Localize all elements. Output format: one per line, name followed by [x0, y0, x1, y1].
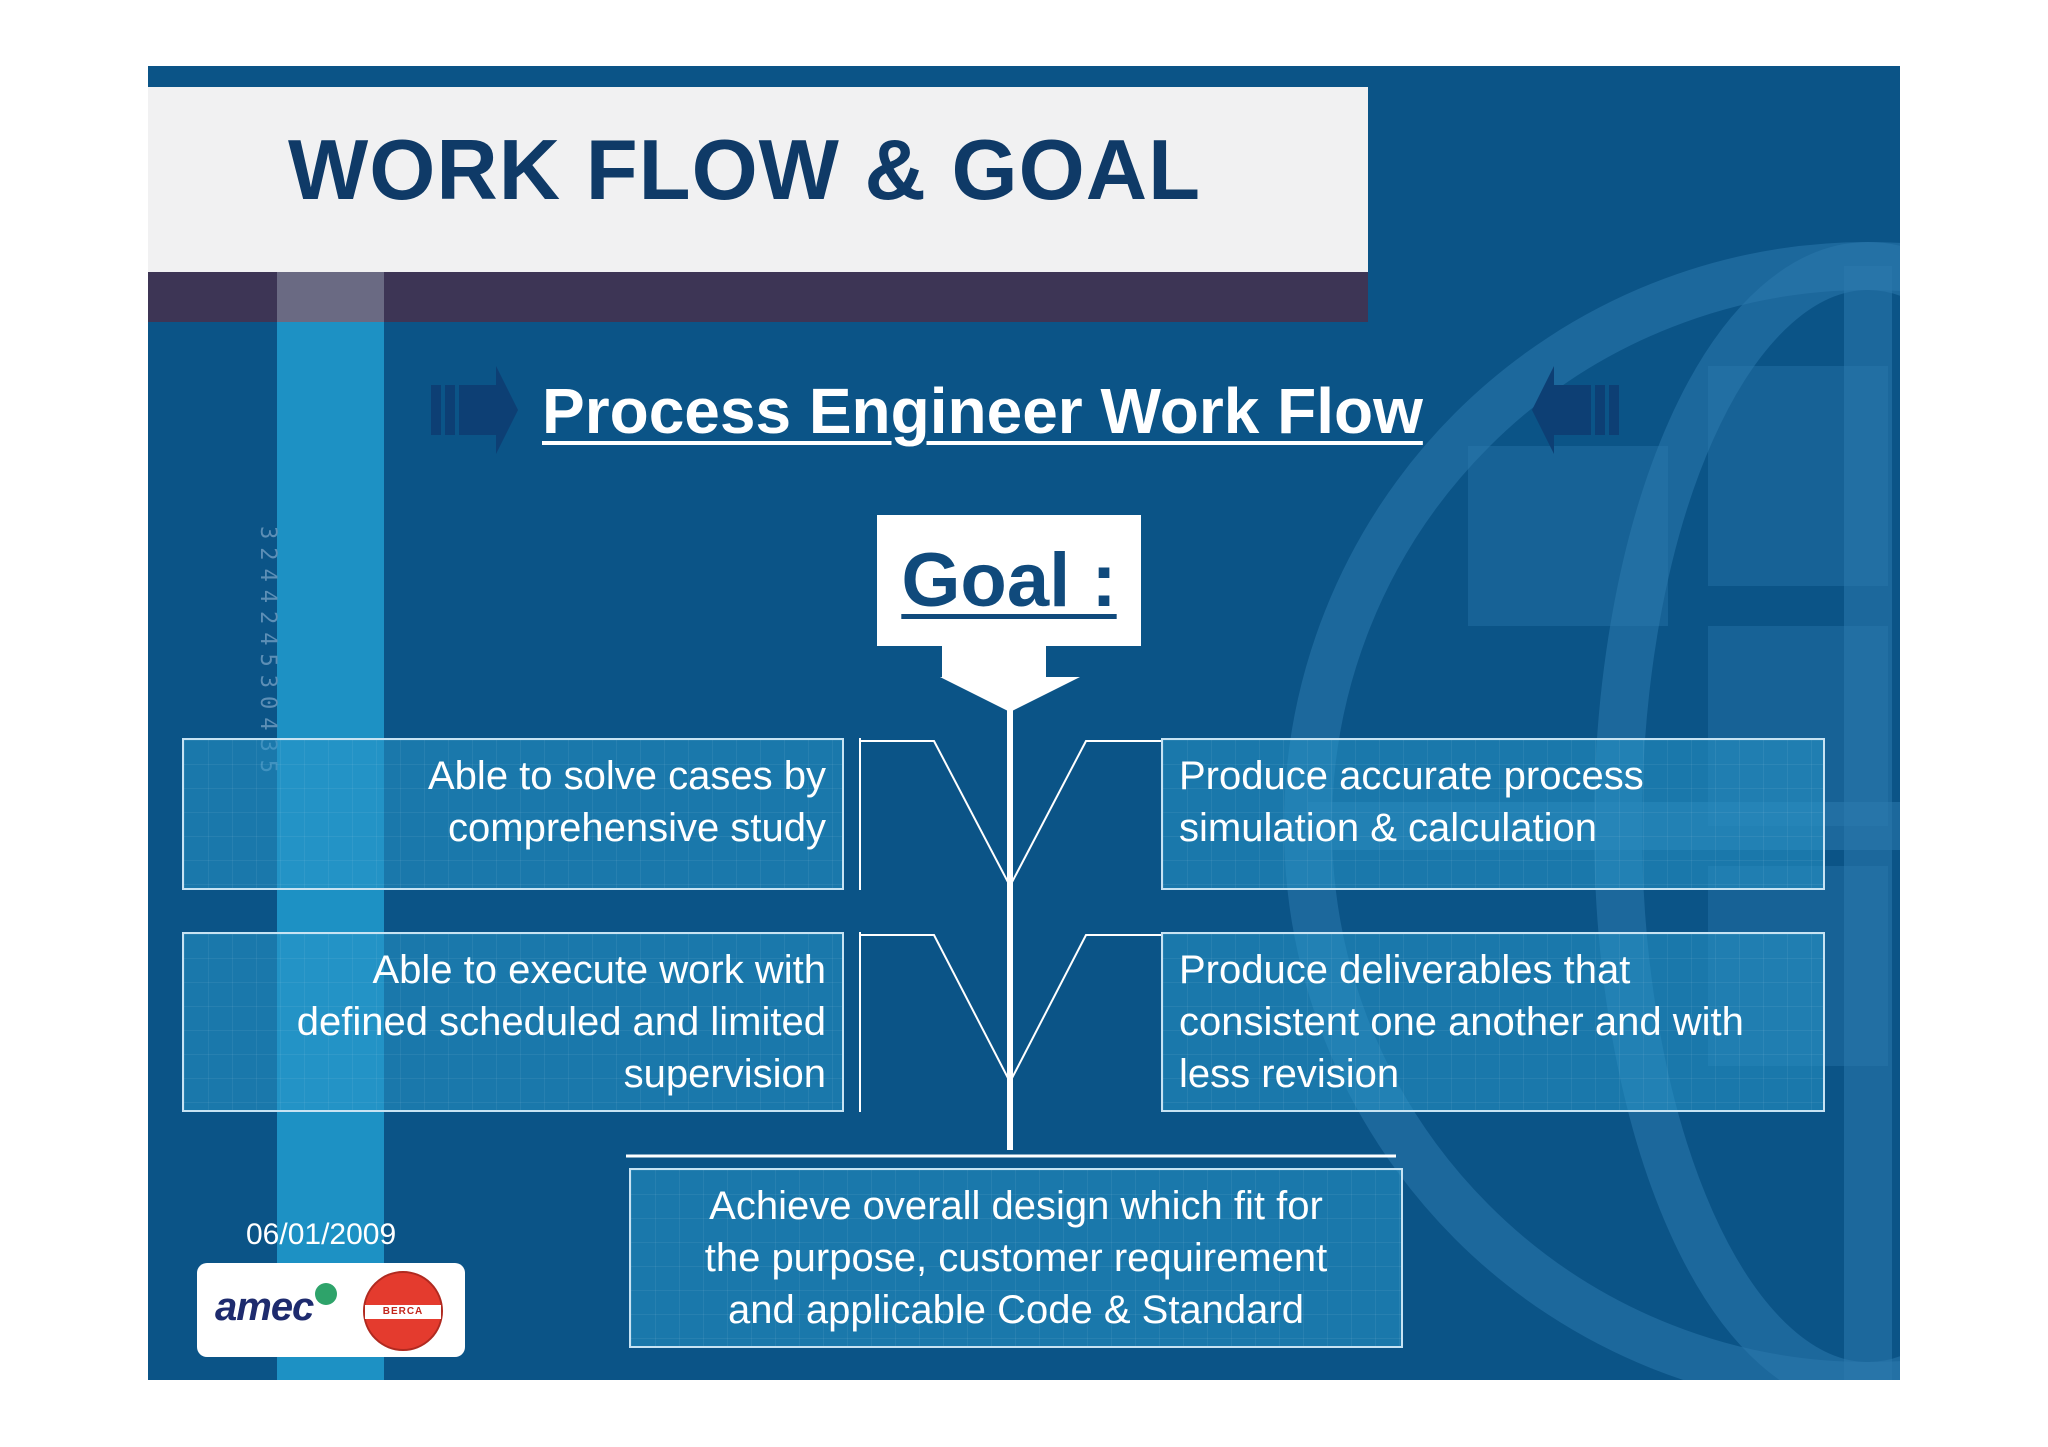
- slide-date: 06/01/2009: [246, 1218, 397, 1251]
- box-line: the purpose, customer requirement: [704, 1236, 1328, 1280]
- box-line: comprehensive study: [448, 806, 826, 850]
- box-line: Achieve overall design which fit for: [709, 1184, 1323, 1228]
- goal-box-bottom: Achieve overall design which fit for the…: [629, 1168, 1403, 1348]
- box-line: simulation & calculation: [1179, 806, 1597, 850]
- amec-mark-icon: [315, 1283, 337, 1305]
- goal-box-left-top: Able to solve cases by comprehensive stu…: [182, 738, 844, 890]
- box-line: Produce deliverables that: [1179, 948, 1631, 992]
- box-line: Able to execute work with: [372, 948, 826, 992]
- box-line: and applicable Code & Standard: [728, 1288, 1304, 1332]
- flow-graphics: [431, 366, 1619, 1158]
- slide: WORK FLOW & GOAL 324424530435 Process En…: [148, 66, 1900, 1380]
- berca-logo-icon: BERCA: [363, 1271, 443, 1351]
- berca-logo-text: BERCA: [365, 1305, 441, 1319]
- goal-box-right-bottom: Produce deliverables that consistent one…: [1161, 932, 1825, 1112]
- box-line: defined scheduled and limited: [296, 1000, 826, 1044]
- goal-arrow-icon: [940, 646, 1080, 712]
- goal-label: Goal :: [901, 538, 1117, 623]
- title-band: [148, 87, 1368, 272]
- goal-box-left-bottom: Able to execute work with defined schedu…: [182, 932, 844, 1112]
- company-logos: amec BERCA: [197, 1263, 465, 1357]
- amec-logo: amec: [215, 1285, 314, 1329]
- accent-stripe-top: [277, 272, 384, 322]
- subtitle: Process Engineer Work Flow: [542, 375, 1423, 447]
- box-line: Produce accurate process: [1179, 754, 1644, 798]
- goal-box-right-top: Produce accurate process simulation & ca…: [1161, 738, 1825, 890]
- box-line: consistent one another and with: [1179, 1000, 1744, 1044]
- goal-box: Goal :: [877, 515, 1141, 646]
- box-line: less revision: [1179, 1052, 1400, 1096]
- box-line: Able to solve cases by: [428, 754, 826, 798]
- arrow-right-icon: [431, 366, 518, 454]
- globe-panels: [1468, 366, 1888, 1066]
- box-line: supervision: [623, 1052, 826, 1096]
- page-title: WORK FLOW & GOAL: [288, 123, 1202, 218]
- arrow-left-icon: [1532, 366, 1619, 454]
